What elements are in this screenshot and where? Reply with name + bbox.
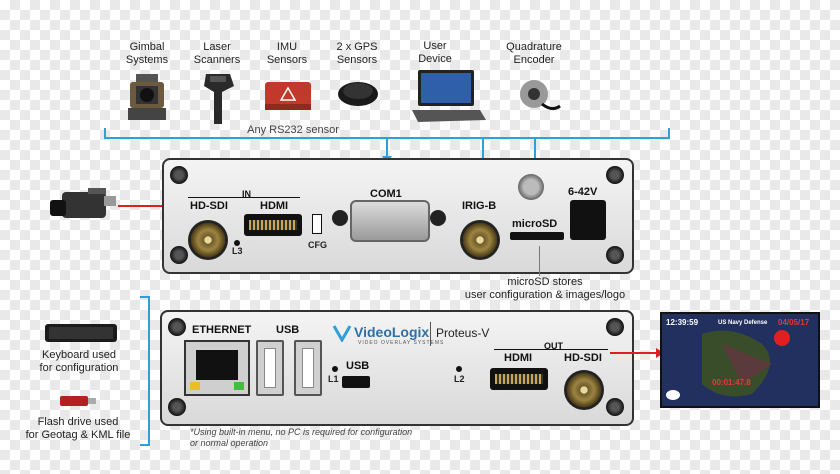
footnote: *Using built-in menu, no PC is required … xyxy=(190,427,413,448)
usb-mini-port xyxy=(342,376,370,388)
com1-label: COM1 xyxy=(370,188,402,200)
rear-panel: ETHERNET USB L1 USB VideoLogix VIDEO OVE… xyxy=(160,310,634,426)
usb-mini-label: USB xyxy=(346,360,370,372)
gimbal-icon xyxy=(128,74,166,120)
irigb-port xyxy=(460,220,500,260)
ethernet-port xyxy=(184,340,250,396)
rear-screw-bl xyxy=(168,398,186,416)
usb-port-2 xyxy=(294,340,322,396)
irigb-label: IRIG-B xyxy=(462,200,497,212)
laser-scanner-icon xyxy=(204,74,234,124)
imu-icon xyxy=(265,82,311,110)
camcorder-input-line xyxy=(118,205,180,207)
encoder-icon xyxy=(520,80,561,111)
screen-scene-icon xyxy=(662,314,818,406)
com1-port xyxy=(350,200,430,242)
cfg-label: CFG xyxy=(308,240,327,250)
sensor-label-gimbal: Gimbal Systems xyxy=(125,41,169,66)
ethernet-led-yellow xyxy=(190,382,200,390)
power-port xyxy=(570,200,606,240)
l1-label: L1 xyxy=(328,374,339,384)
hdsdi-out-label: HD-SDI xyxy=(564,352,602,364)
output-screen: 12:39:59 US Navy Defense 04/05/17 00:01:… xyxy=(660,312,820,408)
peripheral-bracket-top xyxy=(140,296,150,298)
com1-connector-line xyxy=(386,138,388,158)
rear-screw-tr xyxy=(606,318,624,336)
l3-led xyxy=(234,240,240,246)
sensor-label-user-device: User Device xyxy=(418,40,452,65)
out-bracket xyxy=(494,349,608,350)
microsd-note-line xyxy=(539,246,540,276)
rs232-bracket-left-tick xyxy=(104,128,106,138)
sensor-label-imu: IMU Sensors xyxy=(266,41,308,66)
l3-label: L3 xyxy=(232,246,243,256)
hdmi-out-label: HDMI xyxy=(504,352,533,364)
front-screw-bl xyxy=(170,246,188,264)
screen-title: US Navy Defense xyxy=(718,320,768,326)
product-name: Proteus-V xyxy=(436,326,490,340)
hdmi-in-port xyxy=(244,214,302,236)
ethernet-label: ETHERNET xyxy=(192,324,252,336)
sensor-label-encoder: Quadrature Encoder xyxy=(506,41,562,66)
microsd-label: microSD xyxy=(512,218,558,230)
hdsdi-out-port xyxy=(564,370,604,410)
out-label: OUT xyxy=(544,341,563,351)
ethernet-jack xyxy=(196,350,238,380)
usb-label: USB xyxy=(276,324,300,336)
videologix-logo-icon xyxy=(332,325,352,342)
screen-logo-icon xyxy=(666,390,680,400)
l2-label: L2 xyxy=(454,374,465,384)
flash-drive-icon xyxy=(60,396,96,406)
microsd-note: microSD stores user configuration & imag… xyxy=(464,276,626,301)
flash-drive-label: Flash drive used for Geotag & KML file xyxy=(25,416,131,441)
encoder-port xyxy=(518,174,544,200)
hdsdi-in-label: HD-SDI xyxy=(190,200,228,212)
laptop-icon xyxy=(412,70,486,122)
com1-screw-right xyxy=(430,210,446,226)
microsd-slot xyxy=(510,232,564,240)
screen-counter: 00:01:47.8 xyxy=(712,378,751,387)
hdsdi-in-port xyxy=(188,220,228,260)
sensor-label-gps: 2 x GPS Sensors xyxy=(336,41,378,66)
screen-time: 12:39:59 xyxy=(666,318,699,327)
usb-port-1 xyxy=(256,340,284,396)
in-label: IN xyxy=(242,189,251,199)
screen-date: 04/05/17 xyxy=(778,318,810,327)
encoder-connector-line xyxy=(534,138,536,164)
ethernet-led-green xyxy=(234,382,244,390)
rs232-label: Any RS232 sensor xyxy=(247,124,339,136)
l1-led xyxy=(332,366,338,372)
camcorder-icon xyxy=(50,188,116,218)
front-screw-br xyxy=(606,246,624,264)
hdmi-in-label: HDMI xyxy=(260,200,289,212)
front-screw-tr xyxy=(606,166,624,184)
keyboard-label: Keyboard used for configuration xyxy=(39,349,119,374)
rear-screw-br xyxy=(606,398,624,416)
cfg-switch xyxy=(312,214,322,234)
power-label: 6-42V xyxy=(568,186,598,198)
in-bracket xyxy=(188,197,300,198)
gps-icon xyxy=(338,82,378,106)
brand-name: VideoLogix xyxy=(354,324,430,340)
com1-screw-left xyxy=(332,210,348,226)
rs232-bracket-right-tick xyxy=(668,128,670,138)
brand-subtitle: VIDEO OVERLAY SYSTEMS xyxy=(358,340,445,346)
l2-led xyxy=(456,366,462,372)
brand-divider xyxy=(430,322,431,346)
keyboard-icon xyxy=(45,324,117,342)
sensor-label-laser: Laser Scanners xyxy=(193,41,241,66)
front-screw-tl xyxy=(170,166,188,184)
hdmi-out-port xyxy=(490,368,548,390)
front-panel: IN HD-SDI HDMI L3 CFG COM1 IRIG-B microS… xyxy=(162,158,634,274)
rear-screw-tl xyxy=(168,318,186,336)
output-line xyxy=(610,352,658,354)
peripheral-bracket-bottom xyxy=(140,444,150,446)
peripheral-bracket-line xyxy=(148,296,150,446)
